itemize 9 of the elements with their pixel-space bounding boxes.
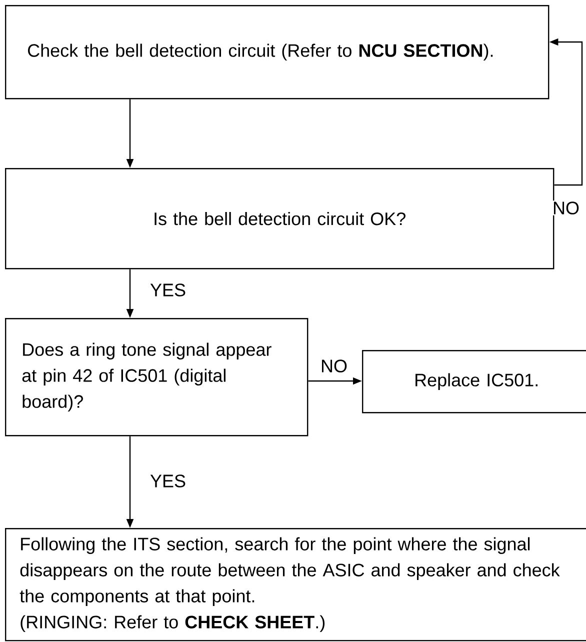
process-box: Check the bell detection circuit (Refer to NCU SECTION). [5, 5, 550, 100]
process-box: Following the ITS section, search for the point where the signal disappears on the route between the ASIC and speaker and check the components at that point. (RINGING: Refer to CHECK SHEET.) [5, 528, 586, 642]
edge-label: NO [320, 358, 348, 374]
process-box: Replace IC501. [362, 350, 586, 414]
process-box: Is the bell detection circuit OK? [5, 168, 554, 270]
edge-label: YES [149, 474, 187, 488]
process-box: Does a ring tone signal appear at pin 42 of IC501 (digital board)? [5, 318, 308, 436]
edge-label: YES [149, 282, 187, 298]
edge-label: NO [552, 200, 580, 216]
